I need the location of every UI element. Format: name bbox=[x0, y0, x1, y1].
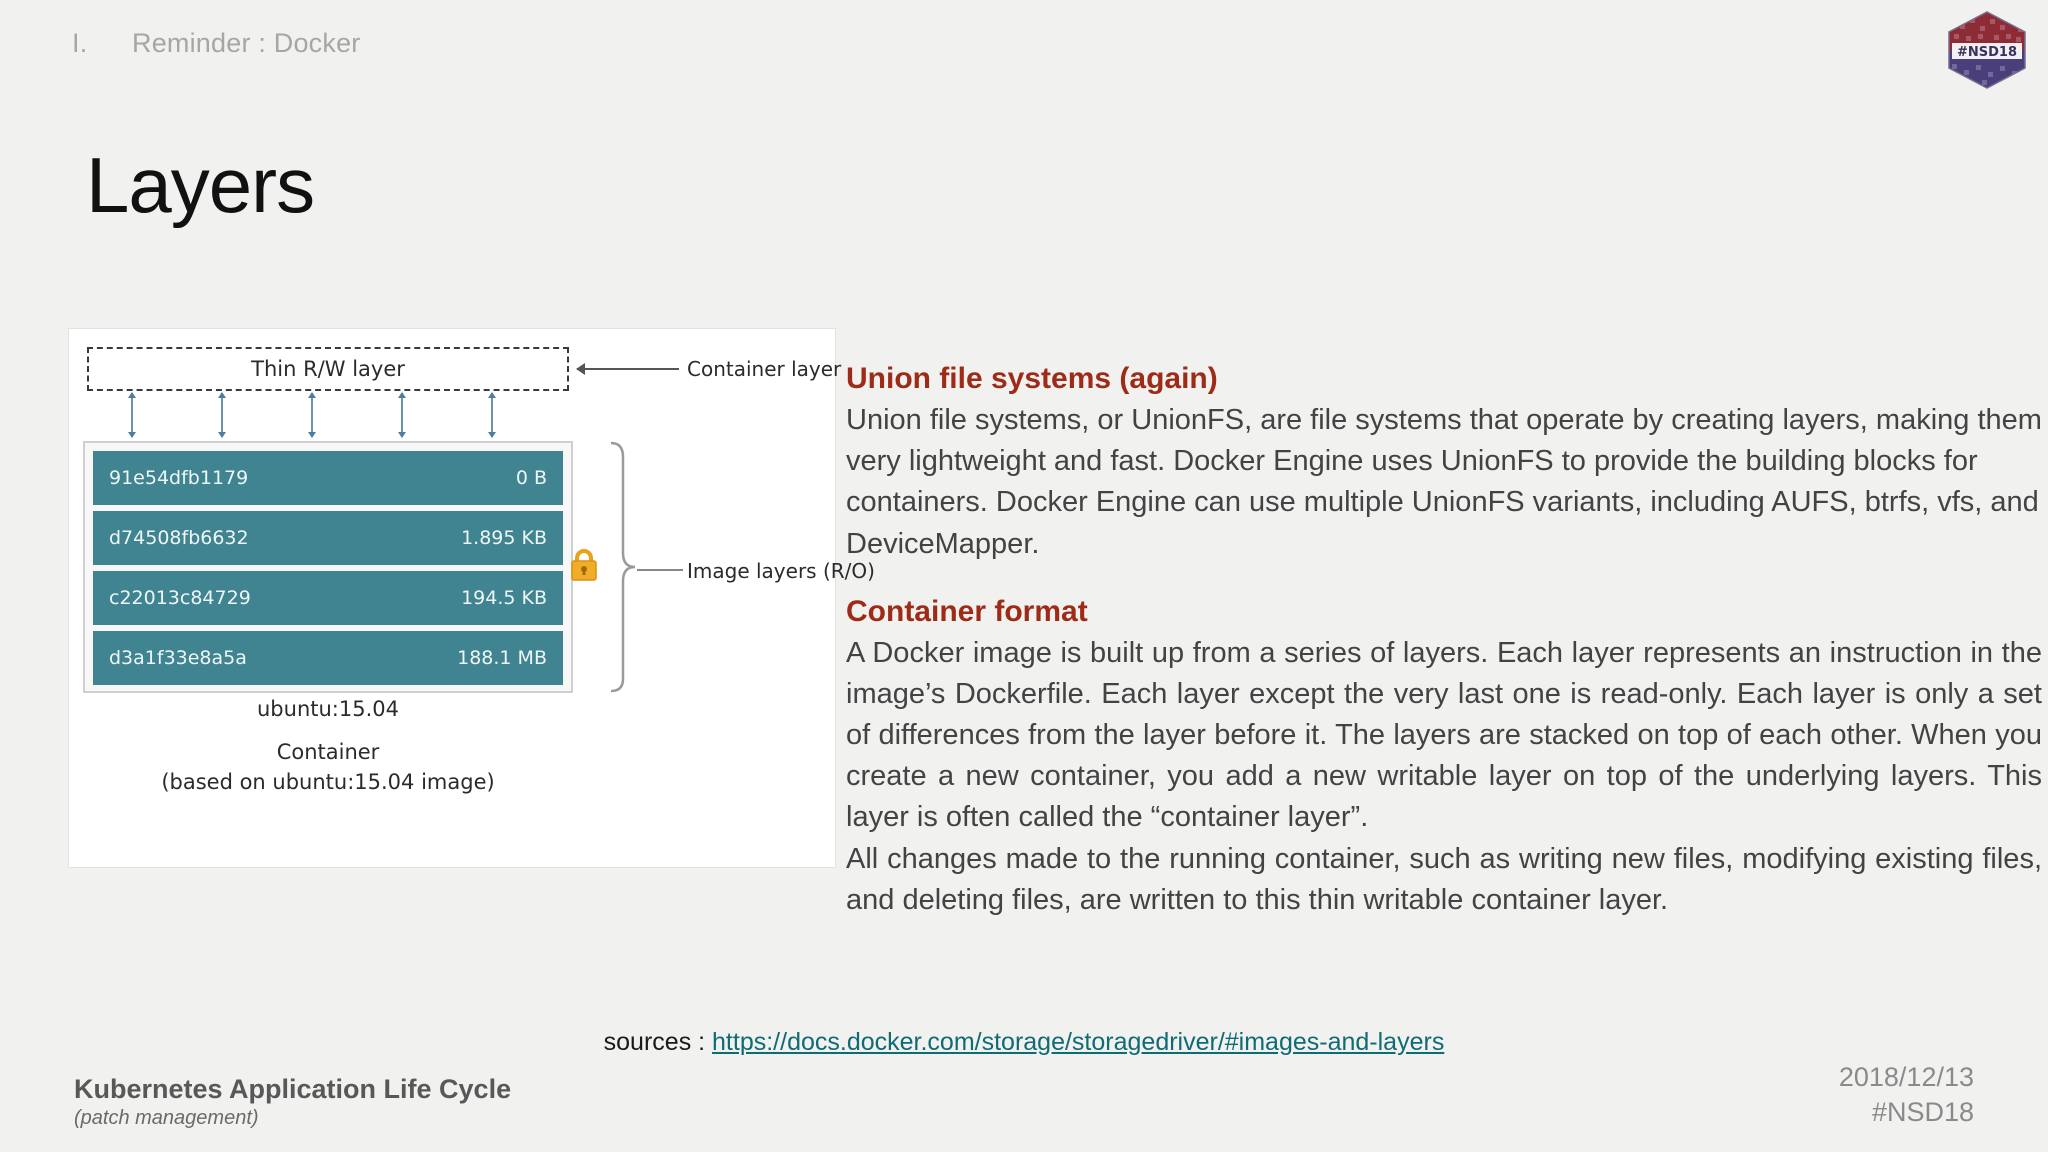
footer-hashtag: #NSD18 bbox=[1871, 1096, 1974, 1127]
logo-text: #NSD18 bbox=[1957, 45, 2017, 60]
layer-arrow bbox=[398, 392, 406, 438]
image-layers-stack: 91e54dfb1179 0 B d74508fb6632 1.895 KB c… bbox=[83, 441, 573, 693]
layer-arrow bbox=[308, 392, 316, 438]
layer-row: d3a1f33e8a5a 188.1 MB bbox=[93, 631, 563, 685]
nsd18-logo-icon: #NSD18 bbox=[1944, 10, 2030, 90]
footer-right: 2018/12/13 #NSD18 bbox=[1839, 1060, 1974, 1130]
layer-size: 194.5 KB bbox=[461, 587, 547, 609]
figure-caption: Container (based on ubuntu:15.04 image) bbox=[83, 737, 573, 798]
caption-line-2: (based on ubuntu:15.04 image) bbox=[161, 770, 495, 795]
breadcrumb: I. Reminder : Docker bbox=[72, 28, 360, 59]
layer-id: d3a1f33e8a5a bbox=[109, 647, 247, 669]
section-title: Reminder : Docker bbox=[132, 28, 361, 58]
layer-size: 1.895 KB bbox=[461, 527, 547, 549]
section-body-union-file-systems: Union file systems, or UnionFS, are file… bbox=[846, 404, 2042, 560]
thin-rw-layer-box: Thin R/W layer bbox=[87, 347, 569, 391]
lock-icon bbox=[569, 549, 599, 581]
layer-row: 91e54dfb1179 0 B bbox=[93, 451, 563, 505]
sources-label: sources : bbox=[603, 1028, 713, 1056]
section-body-container-format-para2: All changes made to the running containe… bbox=[846, 842, 2042, 916]
layer-id: 91e54dfb1179 bbox=[109, 467, 249, 489]
container-layer-label: Container layer bbox=[687, 357, 842, 381]
layer-arrow bbox=[128, 392, 136, 438]
sources-line: sources : https://docs.docker.com/storag… bbox=[0, 1028, 2048, 1057]
image-layers-connector bbox=[637, 569, 683, 571]
layer-arrow bbox=[218, 392, 226, 438]
footer-left: Kubernetes Application Life Cycle (patch… bbox=[74, 1074, 511, 1130]
layer-id: c22013c84729 bbox=[109, 587, 251, 609]
sources-link[interactable]: https://docs.docker.com/storage/storaged… bbox=[712, 1028, 1445, 1056]
footer-date: 2018/12/13 bbox=[1838, 1061, 1974, 1092]
layer-size: 188.1 MB bbox=[457, 647, 547, 669]
image-layers-label: Image layers (R/O) bbox=[687, 559, 875, 583]
image-name-label: ubuntu:15.04 bbox=[257, 697, 399, 721]
page-title: Layers bbox=[86, 141, 315, 230]
container-layer-connector bbox=[576, 363, 679, 375]
layer-size: 0 B bbox=[515, 467, 547, 489]
layer-id: d74508fb6632 bbox=[109, 527, 249, 549]
image-layers-brace bbox=[609, 441, 639, 693]
section-body-container-format-para1: A Docker image is built up from a series… bbox=[846, 636, 2042, 834]
docker-layers-diagram: Thin R/W layer Container layer 91e54dfb1… bbox=[68, 328, 875, 868]
content-column: Union file systems (again) Union file sy… bbox=[846, 362, 2042, 921]
section-spacer bbox=[846, 565, 2042, 595]
caption-line-1: Container bbox=[276, 740, 380, 764]
layer-row: c22013c84729 194.5 KB bbox=[93, 571, 563, 625]
thin-rw-layer-label: Thin R/W layer bbox=[251, 357, 405, 381]
section-number: I. bbox=[72, 28, 88, 58]
layer-row: d74508fb6632 1.895 KB bbox=[93, 511, 563, 565]
section-heading-union-file-systems: Union file systems (again) bbox=[846, 362, 1218, 395]
footer-title: Kubernetes Application Life Cycle bbox=[74, 1074, 512, 1104]
footer-subtitle: (patch management) bbox=[74, 1107, 259, 1129]
section-heading-container-format: Container format bbox=[846, 594, 1088, 628]
layer-arrow bbox=[488, 392, 496, 438]
